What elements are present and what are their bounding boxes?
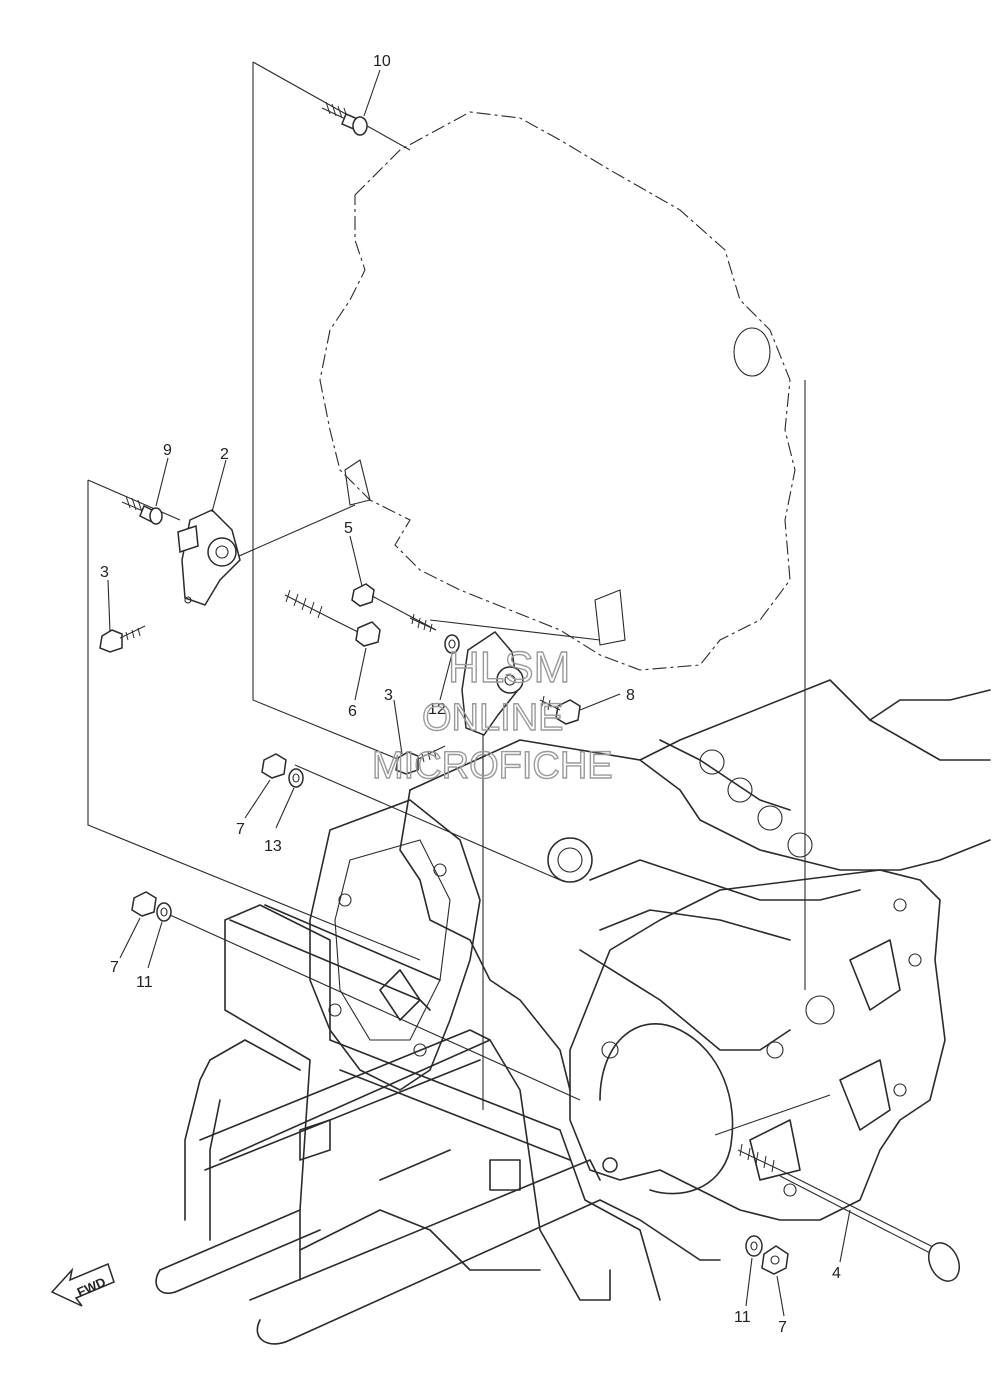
left-gusset-plate	[309, 799, 481, 1091]
washer-11-right	[745, 1235, 763, 1257]
engine-outline	[319, 111, 796, 671]
right-gusset-plate	[569, 869, 946, 1221]
washer-12	[444, 634, 460, 654]
mount-bracket-2	[177, 509, 241, 606]
nut-7-upper	[261, 753, 287, 779]
callout-11-right: 11	[734, 1309, 751, 1326]
callout-11-left: 11	[136, 974, 153, 991]
frame	[155, 904, 721, 1345]
callout-12: 12	[428, 701, 446, 718]
bolt-4	[737, 1143, 960, 1282]
bolt-3-left	[99, 625, 146, 653]
bolt-8	[539, 695, 581, 725]
watermark-line-3: MICROFICHE	[372, 745, 613, 787]
crankcase	[399, 679, 991, 1091]
callout-7-right: 7	[778, 1319, 787, 1336]
washer-11-left	[156, 902, 172, 922]
bolt-3-center	[395, 745, 446, 775]
watermark-line-1: HLSM	[448, 643, 570, 692]
bolt-5	[351, 583, 437, 633]
callout-2: 2	[220, 446, 229, 463]
callout-5: 5	[344, 520, 353, 537]
callout-7-upper: 7	[236, 821, 245, 838]
callout-3-left: 3	[100, 564, 109, 581]
assembly-lines	[87, 61, 831, 1136]
callout-7-left: 7	[110, 959, 119, 976]
callout-labels: 10 9 2 3 5 6 12 3 8 7 13 7 11 4 11 7	[100, 53, 841, 1336]
washer-13	[288, 768, 304, 788]
nut-7-right	[761, 1245, 789, 1275]
callout-3-center: 3	[384, 687, 393, 704]
callout-13: 13	[264, 838, 282, 855]
watermark: HLSM ONLINE MICROFICHE	[371, 642, 613, 787]
bolt-9	[121, 495, 163, 525]
callout-6: 6	[348, 703, 357, 720]
callout-9: 9	[163, 442, 172, 459]
callout-4: 4	[832, 1265, 841, 1282]
fwd-arrow-icon: FWD	[50, 1262, 115, 1307]
bolt-10	[321, 101, 368, 136]
callout-leaders	[107, 69, 851, 1317]
callout-10: 10	[373, 53, 391, 70]
nut-7-left	[131, 891, 157, 917]
mount-bracket-right	[461, 631, 524, 736]
callout-8: 8	[626, 687, 635, 704]
bolt-6	[284, 589, 381, 647]
watermark-line-2: ONLINE	[422, 697, 563, 739]
